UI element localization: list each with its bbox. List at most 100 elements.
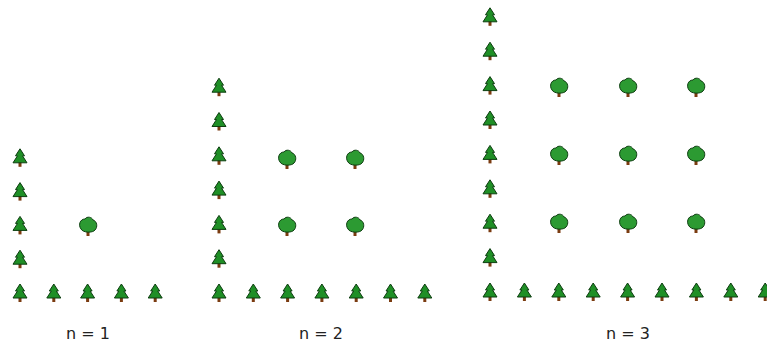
conifer-crown — [212, 215, 226, 229]
conifer-tree — [483, 214, 497, 232]
conifer-tree — [13, 183, 27, 201]
conifer-tree — [418, 284, 432, 302]
conifer-tree — [483, 42, 497, 60]
conifer-tree — [349, 284, 363, 302]
conifer-tree — [212, 284, 226, 302]
conifer-crown — [212, 181, 226, 195]
conifer-tree — [724, 283, 738, 301]
conifer-crown — [281, 284, 295, 298]
conifer-crown — [212, 113, 226, 127]
conifer-crown — [517, 283, 531, 297]
round-tree — [551, 78, 568, 97]
conifer-crown — [586, 283, 600, 297]
round-crown — [279, 217, 296, 232]
round-tree — [551, 214, 568, 233]
conifer-tree — [47, 284, 61, 302]
conifer-crown — [483, 111, 497, 125]
conifer-tree — [483, 249, 497, 267]
conifer-crown — [689, 283, 703, 297]
conifer-tree — [212, 250, 226, 268]
conifer-tree — [246, 284, 260, 302]
conifer-tree — [483, 283, 497, 301]
round-crown — [688, 78, 705, 93]
conifer-crown — [81, 284, 95, 298]
conifer-crown — [13, 216, 27, 230]
round-crown — [620, 146, 637, 161]
conifer-crown — [246, 284, 260, 298]
conifer-tree — [212, 181, 226, 199]
conifer-tree — [483, 77, 497, 95]
conifer-tree — [212, 215, 226, 233]
conifer-tree — [212, 147, 226, 165]
round-crown — [347, 150, 364, 165]
conifer-tree — [384, 284, 398, 302]
figure-label: n = 2 — [299, 324, 343, 343]
round-crown — [620, 78, 637, 93]
conifer-crown — [621, 283, 635, 297]
conifer-tree — [13, 284, 27, 302]
conifer-crown — [552, 283, 566, 297]
conifer-tree — [212, 78, 226, 96]
conifer-tree — [148, 284, 162, 302]
round-crown — [551, 214, 568, 229]
round-tree — [620, 214, 637, 233]
conifer-crown — [483, 8, 497, 22]
conifer-crown — [148, 284, 162, 298]
round-crown — [347, 217, 364, 232]
round-crown — [688, 146, 705, 161]
figure-label: n = 3 — [606, 324, 650, 343]
conifer-tree — [81, 284, 95, 302]
conifer-crown — [212, 250, 226, 264]
conifer-crown — [483, 145, 497, 159]
conifer-crown — [114, 284, 128, 298]
conifer-tree — [586, 283, 600, 301]
conifer-tree — [483, 180, 497, 198]
round-tree — [80, 217, 97, 236]
conifer-tree — [212, 113, 226, 131]
conifer-crown — [13, 149, 27, 163]
conifer-crown — [212, 147, 226, 161]
conifer-crown — [418, 284, 432, 298]
round-tree — [620, 78, 637, 97]
conifer-tree — [689, 283, 703, 301]
conifer-tree — [13, 149, 27, 167]
round-tree — [347, 217, 364, 236]
round-tree — [347, 150, 364, 169]
round-crown — [551, 78, 568, 93]
conifer-tree — [483, 8, 497, 26]
conifer-tree — [483, 111, 497, 129]
conifer-crown — [483, 214, 497, 228]
conifer-tree — [552, 283, 566, 301]
conifer-tree — [315, 284, 329, 302]
round-tree — [620, 146, 637, 165]
conifer-crown — [483, 283, 497, 297]
round-crown — [688, 214, 705, 229]
conifer-tree — [114, 284, 128, 302]
round-tree — [688, 146, 705, 165]
round-crown — [80, 217, 97, 232]
conifer-crown — [384, 284, 398, 298]
round-crown — [279, 150, 296, 165]
conifer-crown — [483, 42, 497, 56]
conifer-tree — [13, 250, 27, 268]
conifer-crown — [13, 284, 27, 298]
round-tree — [688, 78, 705, 97]
round-tree — [551, 146, 568, 165]
conifer-crown — [483, 180, 497, 194]
round-tree — [279, 150, 296, 169]
round-crown — [551, 146, 568, 161]
conifer-tree — [281, 284, 295, 302]
conifer-crown — [212, 78, 226, 92]
conifer-crown — [483, 77, 497, 91]
conifer-tree — [621, 283, 635, 301]
conifer-crown — [655, 283, 669, 297]
conifer-tree — [13, 216, 27, 234]
conifer-tree — [655, 283, 669, 301]
conifer-crown — [315, 284, 329, 298]
conifer-crown — [13, 183, 27, 197]
conifer-crown — [349, 284, 363, 298]
conifer-tree — [517, 283, 531, 301]
conifer-crown — [724, 283, 738, 297]
